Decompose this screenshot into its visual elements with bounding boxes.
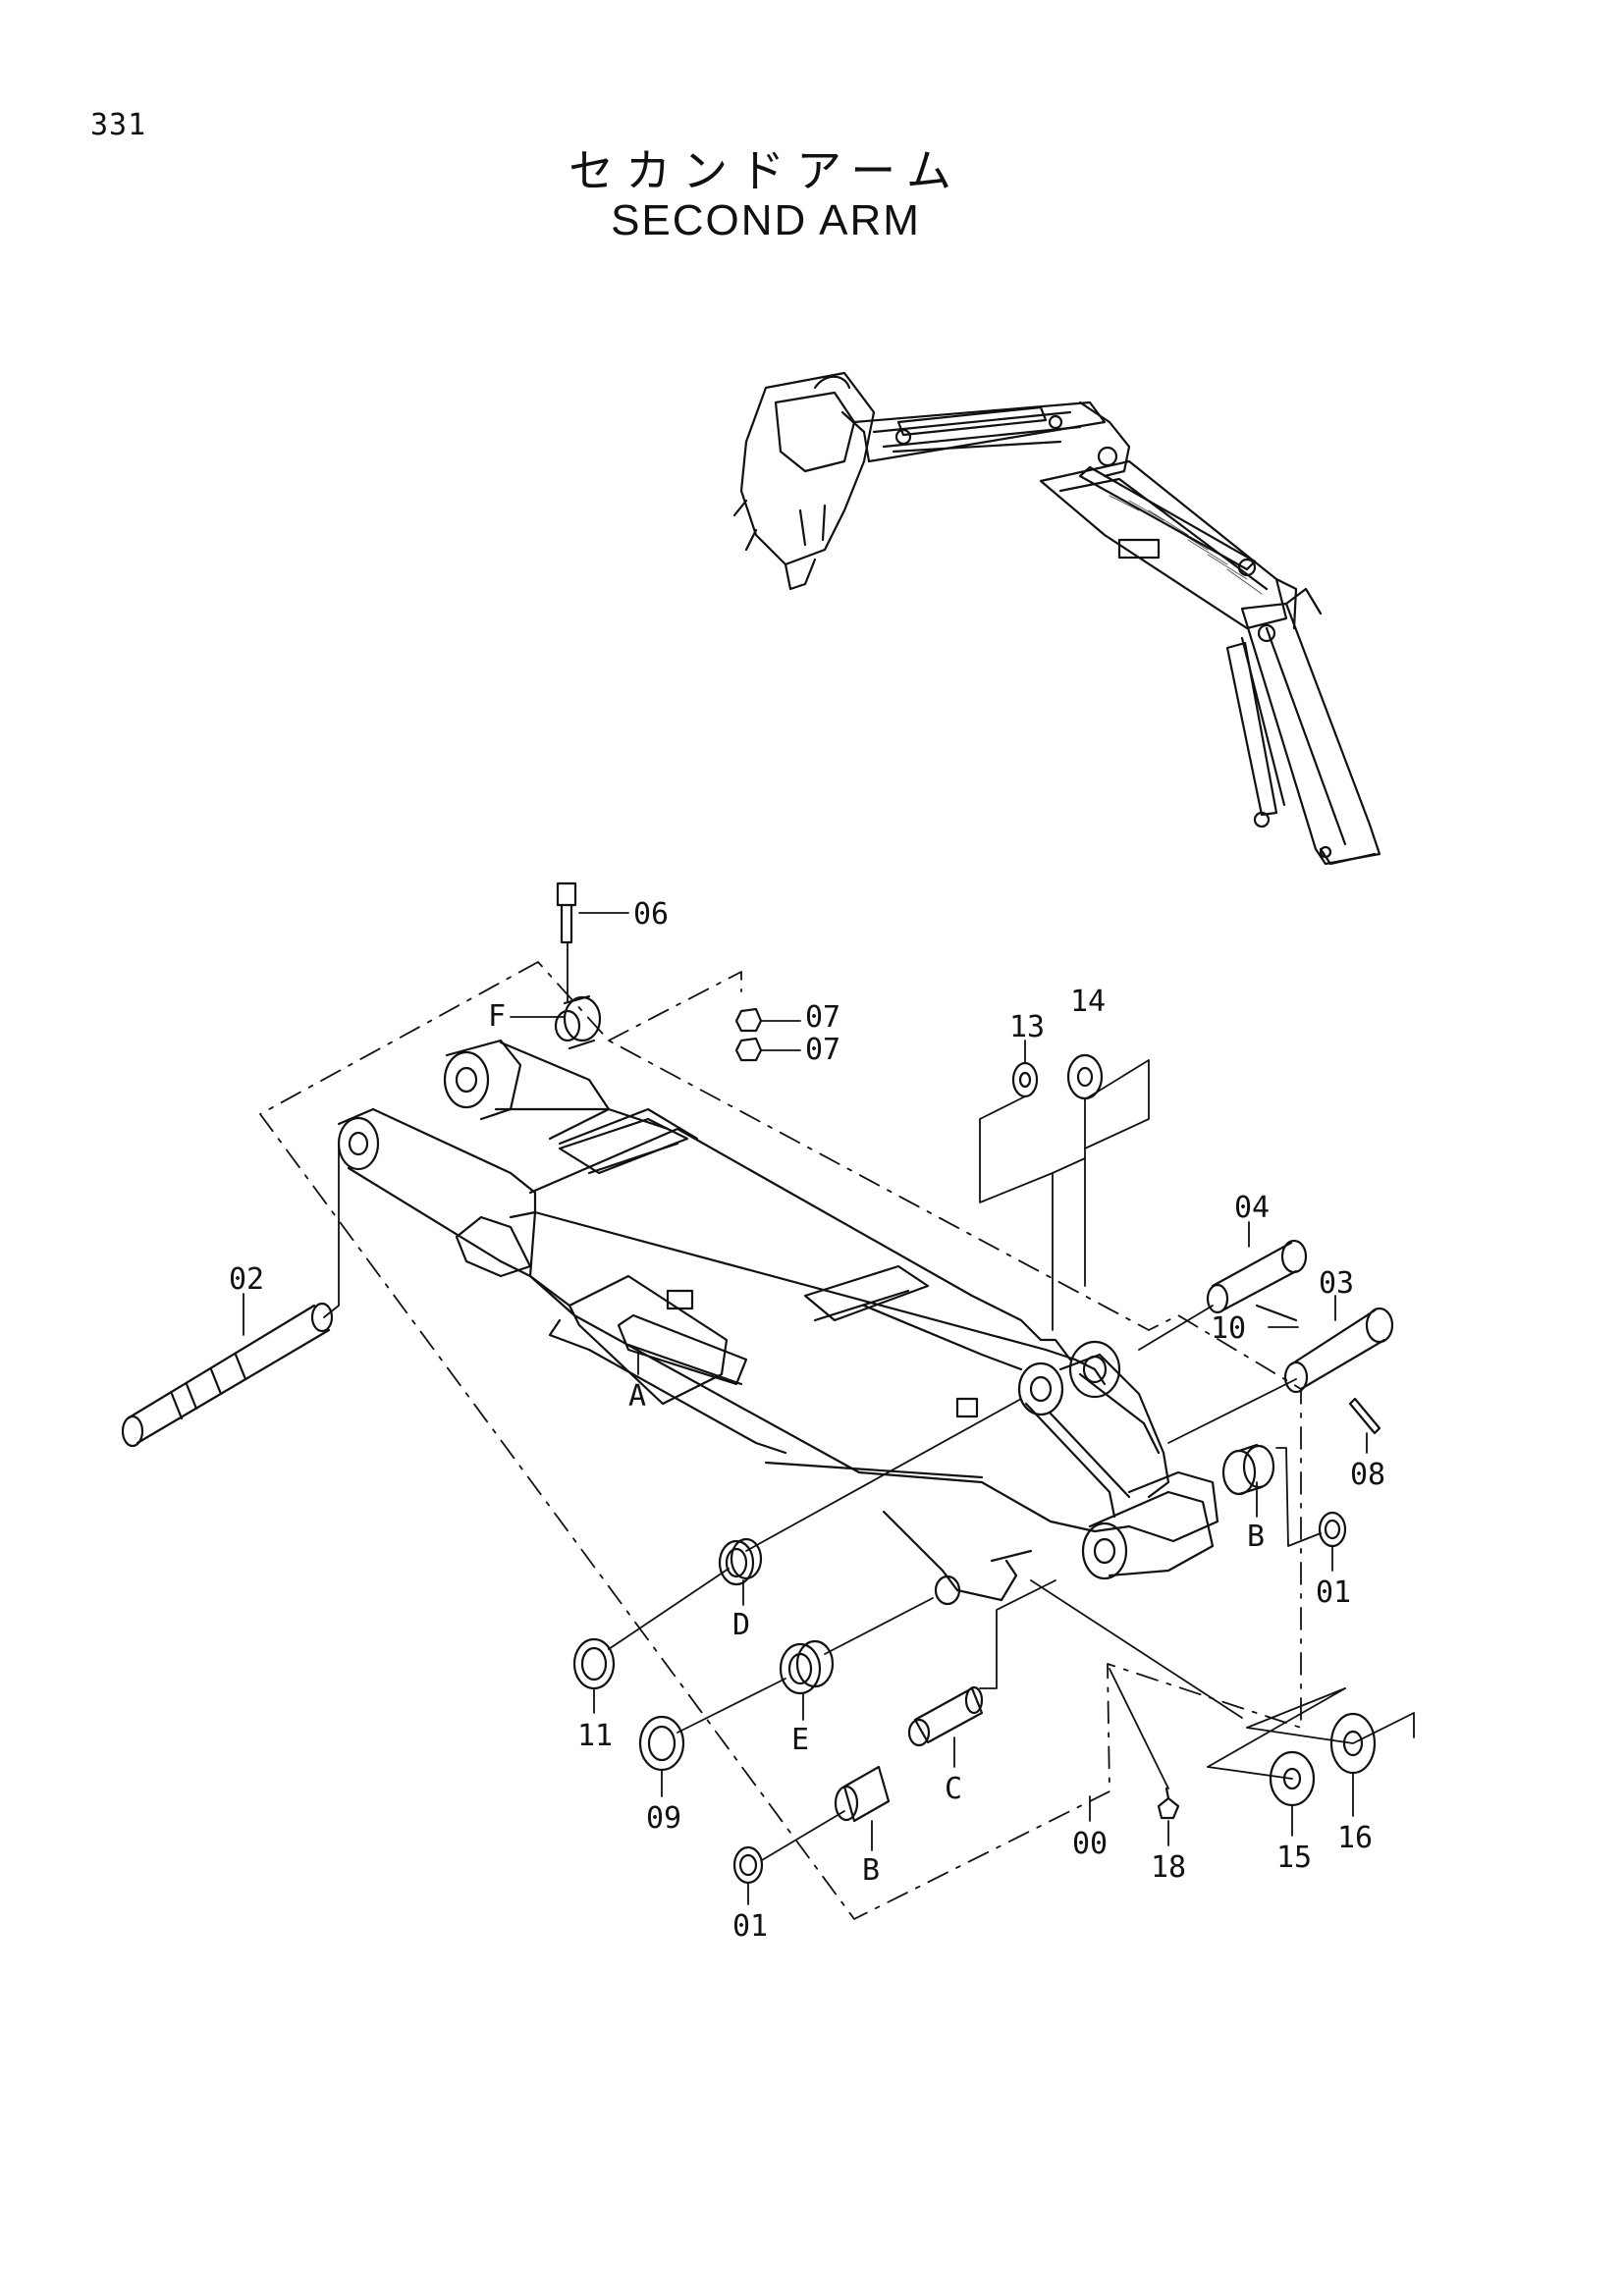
- callout-01-right: 01: [1316, 1575, 1351, 1610]
- page-number: 331: [90, 108, 147, 142]
- bushing-E: [779, 1639, 835, 1695]
- callout-10: 10: [1211, 1311, 1246, 1346]
- callout-06: 06: [633, 897, 669, 932]
- callout-01-lower: 01: [732, 1909, 768, 1944]
- ring-11: [572, 1637, 616, 1690]
- callout-15: 15: [1276, 1841, 1312, 1875]
- ring-09: [638, 1715, 685, 1772]
- title-english: SECOND ARM: [611, 196, 921, 244]
- callout-B-lower: B: [862, 1853, 880, 1888]
- pin-02: [121, 1302, 334, 1448]
- callout-07a: 07: [805, 1000, 840, 1035]
- nut-07: [734, 1007, 763, 1062]
- bushing-D: [718, 1537, 763, 1586]
- callout-04: 04: [1234, 1191, 1270, 1225]
- callout-08: 08: [1350, 1458, 1385, 1492]
- callout-13: 13: [1009, 1010, 1045, 1044]
- shim-15: [1269, 1750, 1316, 1807]
- bushing-B-lower: [834, 1765, 891, 1823]
- ring-01-lower: [732, 1845, 764, 1885]
- pin-10: [1255, 1304, 1298, 1322]
- callout-11: 11: [577, 1719, 613, 1753]
- bushing-B-right: [1221, 1443, 1275, 1496]
- callout-D: D: [732, 1608, 750, 1642]
- pin-04: [1206, 1239, 1308, 1314]
- pin-03: [1283, 1307, 1394, 1394]
- callout-C: C: [945, 1772, 962, 1806]
- callout-E: E: [791, 1723, 809, 1757]
- callout-B-right: B: [1247, 1520, 1265, 1554]
- callout-14: 14: [1070, 985, 1106, 1019]
- grease-nipple-18: [1157, 1787, 1180, 1820]
- ring-01-right: [1318, 1511, 1347, 1548]
- title-japanese: セカンドアーム: [568, 144, 963, 197]
- pin-08: [1348, 1397, 1381, 1435]
- callout-00: 00: [1072, 1827, 1108, 1861]
- bushing-F: [554, 994, 602, 1050]
- second-arm-body: [337, 1039, 1219, 1606]
- callout-A: A: [628, 1379, 646, 1414]
- callout-07b: 07: [805, 1033, 840, 1067]
- callout-16: 16: [1337, 1821, 1373, 1855]
- callout-03: 03: [1319, 1266, 1354, 1301]
- shim-13: [1011, 1061, 1039, 1098]
- assembly-boundary-00: [259, 961, 1302, 1920]
- overview-machine-illustration: [732, 371, 1381, 866]
- bolt-06: [556, 881, 577, 944]
- callout-09: 09: [646, 1801, 681, 1836]
- bushing-C: [907, 1685, 984, 1747]
- callout-18: 18: [1151, 1850, 1186, 1885]
- callout-02: 02: [229, 1262, 264, 1297]
- callout-F: F: [488, 999, 506, 1034]
